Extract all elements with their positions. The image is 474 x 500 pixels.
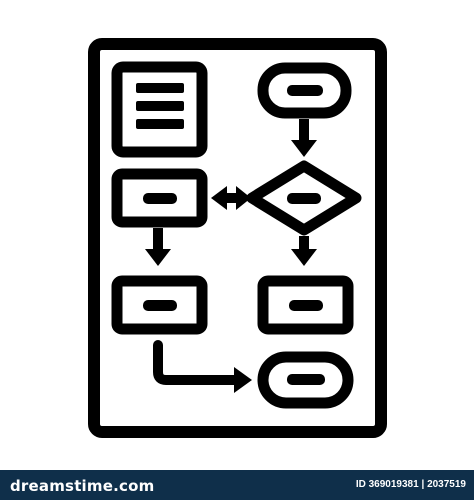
author-id: 2037519 <box>427 479 466 490</box>
process-box-lower-right <box>257 275 354 335</box>
flowchart-document-icon <box>88 38 387 438</box>
image-id: ID 369019381 <box>355 479 419 490</box>
footer-bar: dreamstime.com ID 369019381 | 2037519 <box>0 470 474 500</box>
arrow-down-icon <box>291 236 317 266</box>
image-id-text: ID 369019381 | 2037519 <box>356 479 466 490</box>
arrow-down-icon <box>291 119 317 157</box>
brand-logo-text: dreamstime.com <box>10 477 155 495</box>
arrow-down-icon <box>145 228 171 266</box>
elbow-arrow-icon <box>153 340 252 393</box>
process-box-left <box>111 168 208 228</box>
list-box-icon <box>111 61 208 158</box>
double-arrow-horizontal-icon <box>211 186 251 210</box>
start-terminator-shape <box>257 62 352 119</box>
separator-icon: | <box>421 479 425 490</box>
document-page-frame <box>88 38 387 438</box>
decision-diamond-shape <box>246 160 362 236</box>
end-terminator-shape <box>257 351 354 409</box>
process-box-lower-left <box>111 275 208 335</box>
